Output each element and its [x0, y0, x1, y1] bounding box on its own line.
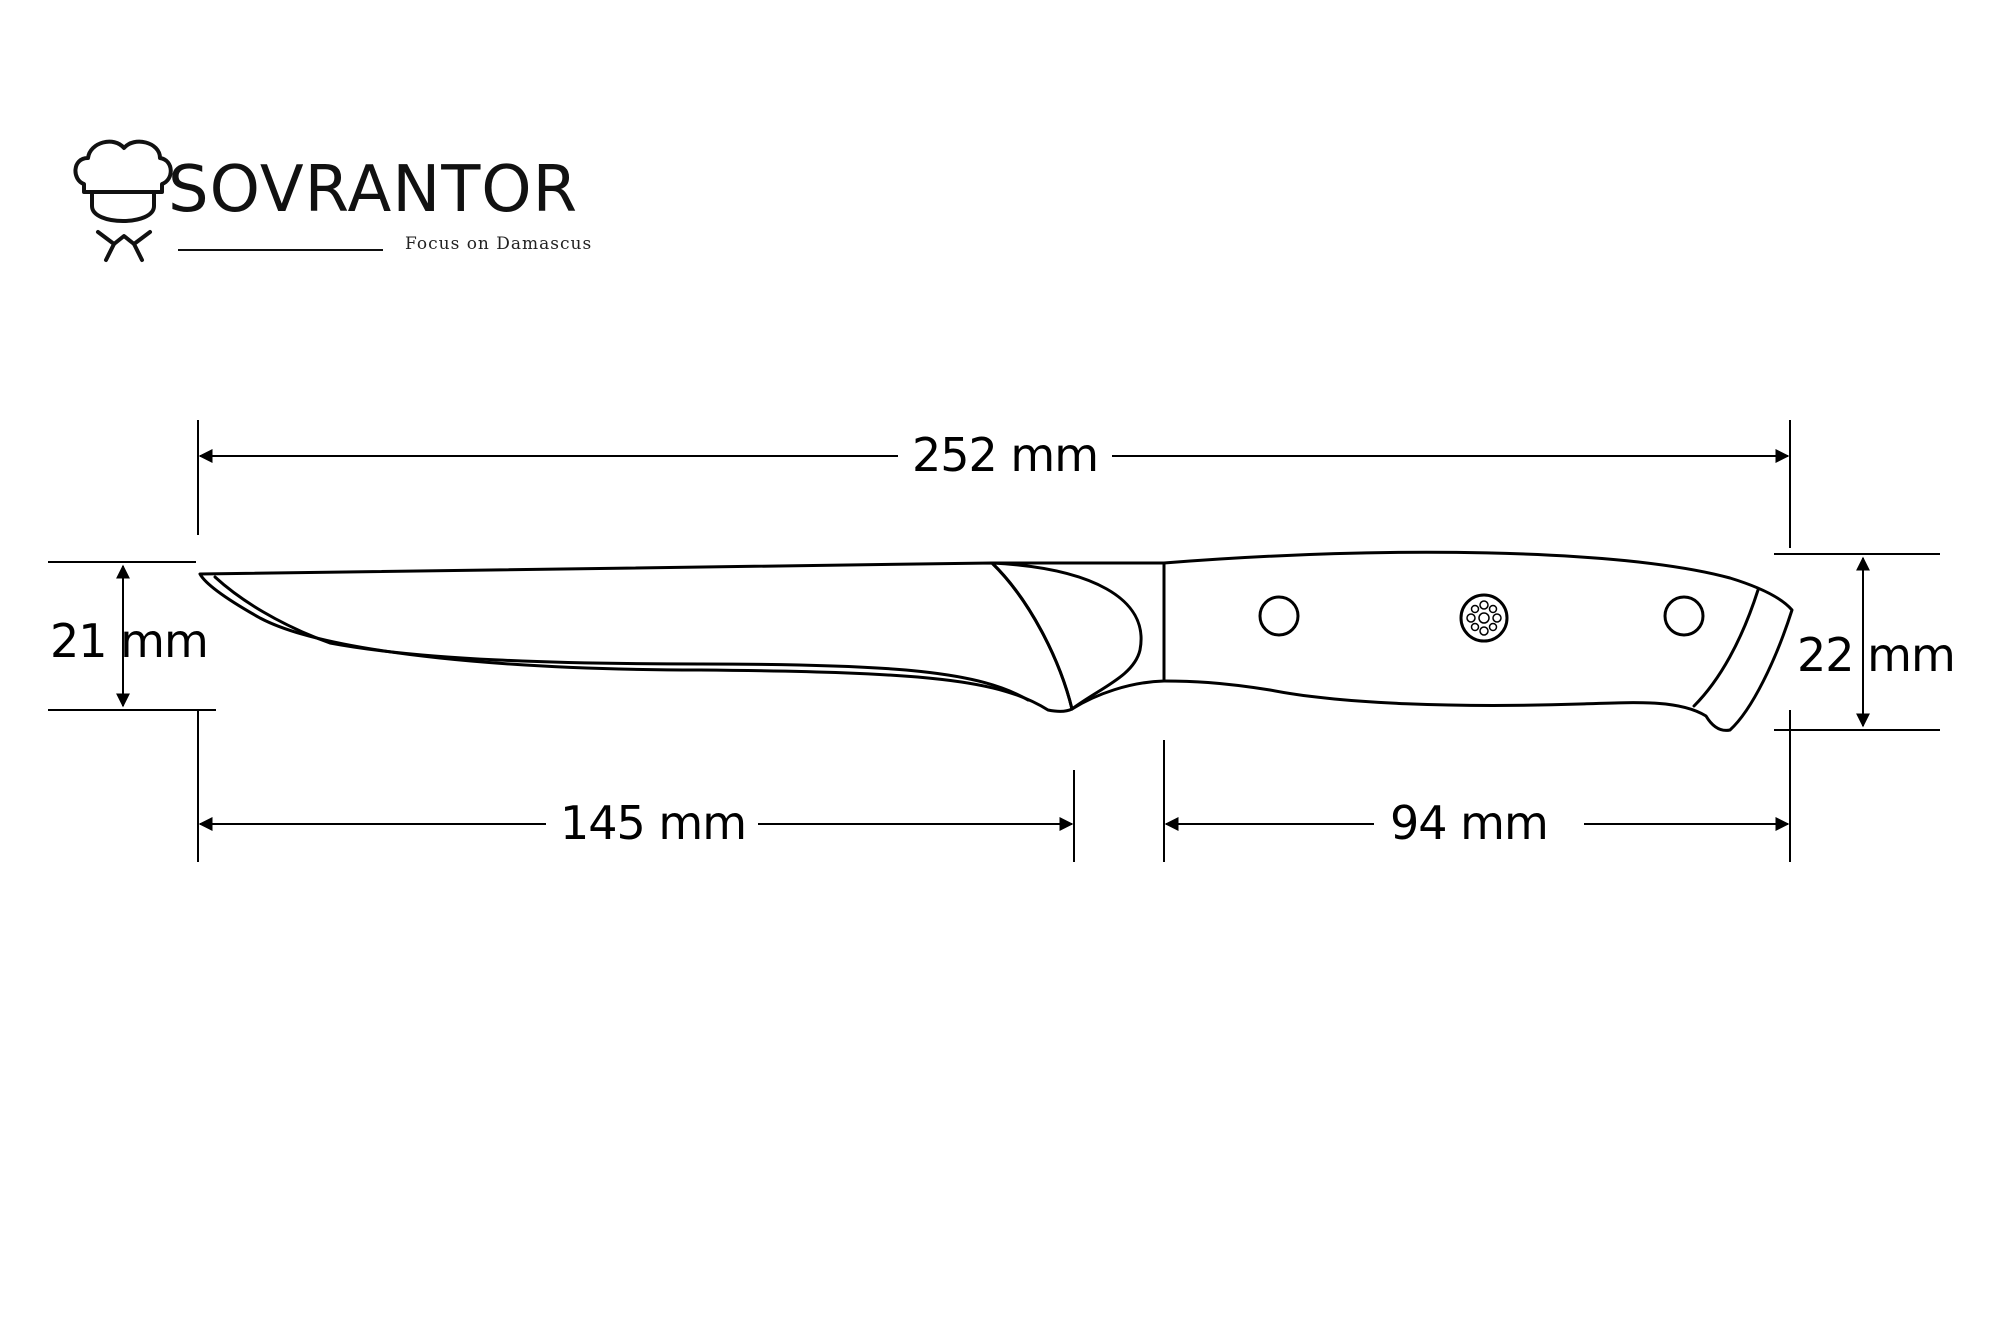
blade-height-label: 21 mm	[50, 614, 209, 668]
handle-outline	[1162, 550, 1794, 732]
blade-outline	[198, 561, 1074, 713]
logo-divider	[178, 249, 383, 251]
overall-length-label: 252 mm	[912, 428, 1099, 482]
handle-cap-line	[1692, 588, 1760, 708]
brand-logo: SOVRANTOR Focus on Damascus	[70, 128, 630, 268]
brand-name: SOVRANTOR	[168, 153, 579, 227]
handle-length-label: 94 mm	[1390, 796, 1549, 850]
bolster	[990, 561, 1166, 711]
bolster-curve	[990, 561, 1143, 711]
blade-length-label: 145 mm	[560, 796, 747, 850]
brand-tagline: Focus on Damascus	[405, 234, 593, 254]
rivet-left	[1258, 595, 1300, 637]
mosaic-rivet-pattern	[1466, 600, 1502, 636]
handle-height-label: 22 mm	[1797, 628, 1956, 682]
rivet-right	[1663, 595, 1705, 637]
chef-hat-icon	[73, 139, 173, 262]
dimension-lines	[116, 449, 1870, 831]
mosaic-rivet	[1459, 593, 1509, 643]
blade-edge-bevel	[213, 575, 1030, 702]
extension-lines	[48, 420, 1940, 862]
